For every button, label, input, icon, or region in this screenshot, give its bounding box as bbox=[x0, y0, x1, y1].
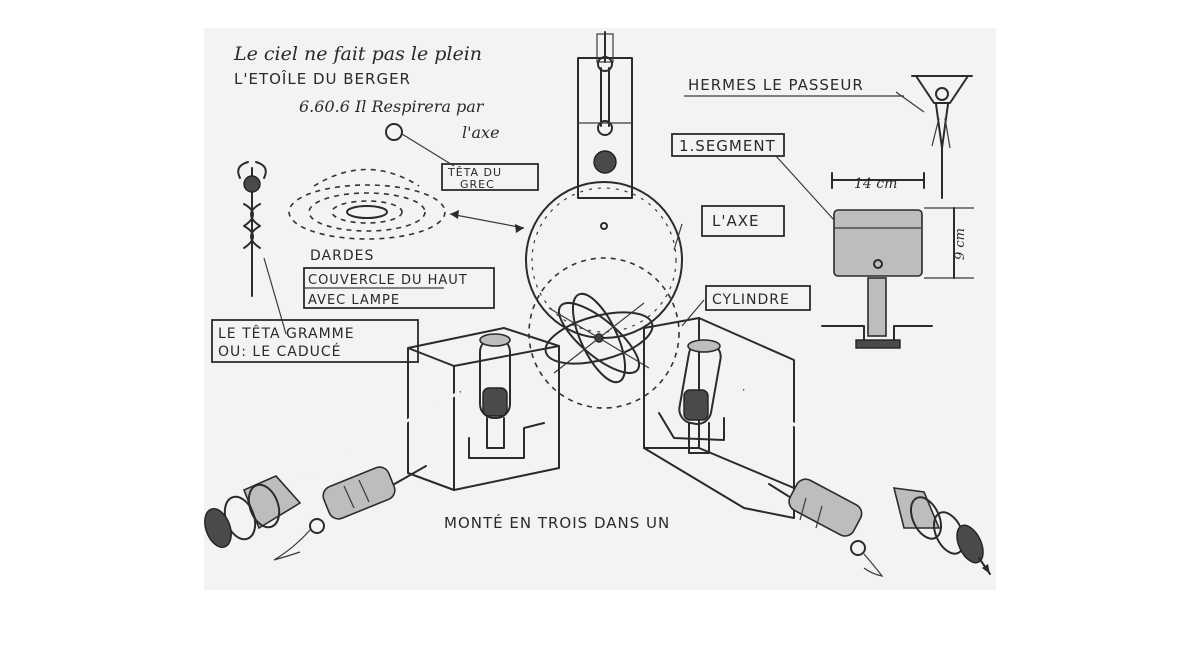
tower bbox=[577, 31, 633, 199]
label-couvercle-2: AVEC LAMPE bbox=[308, 293, 400, 308]
label-dardes: DARDES bbox=[310, 248, 374, 264]
box-teta bbox=[441, 163, 539, 191]
box-axe bbox=[701, 205, 785, 237]
cylinder-block-right bbox=[643, 317, 795, 519]
label-tetagramme-1: LE TÊTA GRAMME bbox=[218, 324, 355, 342]
engine-diagram: Le ciel ne fait pas le plein L'ETOÎLE DU… bbox=[204, 31, 991, 577]
header-line-4: l'axe bbox=[462, 123, 500, 142]
sphere bbox=[525, 181, 683, 409]
label-couvercle-1: COUVERCLE DU HAUT bbox=[308, 273, 468, 288]
cylinder-block-left bbox=[407, 327, 560, 491]
label-cylindre: CYLINDRE bbox=[712, 292, 790, 308]
label-teta-2: GREC bbox=[460, 178, 495, 191]
label-dim-height: 9 cm bbox=[953, 228, 968, 260]
label-monte: MONTÉ EN TROIS DANS UN bbox=[444, 513, 670, 532]
hermes-figure bbox=[895, 75, 973, 199]
box-segment bbox=[671, 133, 785, 157]
header-line-3: 6.60.6 Il Respirera par bbox=[299, 97, 485, 116]
label-teta-1: TÊTA DU bbox=[447, 166, 502, 179]
drawing-sheet: Le ciel ne fait pas le plein L'ETOÎLE DU… bbox=[204, 28, 996, 590]
label-tetagramme-2: OU: LE CADUCÉ bbox=[218, 343, 342, 360]
box-cylindre bbox=[705, 285, 811, 311]
inner-star bbox=[544, 292, 654, 384]
label-hermes: HERMES LE PASSEUR bbox=[688, 76, 864, 94]
leader-cylindre bbox=[681, 299, 705, 327]
piston bbox=[775, 155, 974, 349]
caduceus bbox=[237, 161, 287, 335]
label-segment: 1.SEGMENT bbox=[679, 137, 776, 155]
label-dim-width: 14 cm bbox=[854, 176, 897, 192]
box-tetagramme bbox=[211, 319, 419, 363]
arm-left bbox=[204, 390, 461, 561]
arm-right bbox=[743, 388, 991, 577]
header-line-1: Le ciel ne fait pas le plein bbox=[233, 43, 482, 65]
leader-axe bbox=[673, 223, 683, 251]
header-line-2: L'ETOÎLE DU BERGER bbox=[234, 69, 411, 88]
label-axe: L'AXE bbox=[712, 212, 760, 230]
lid bbox=[288, 123, 525, 240]
